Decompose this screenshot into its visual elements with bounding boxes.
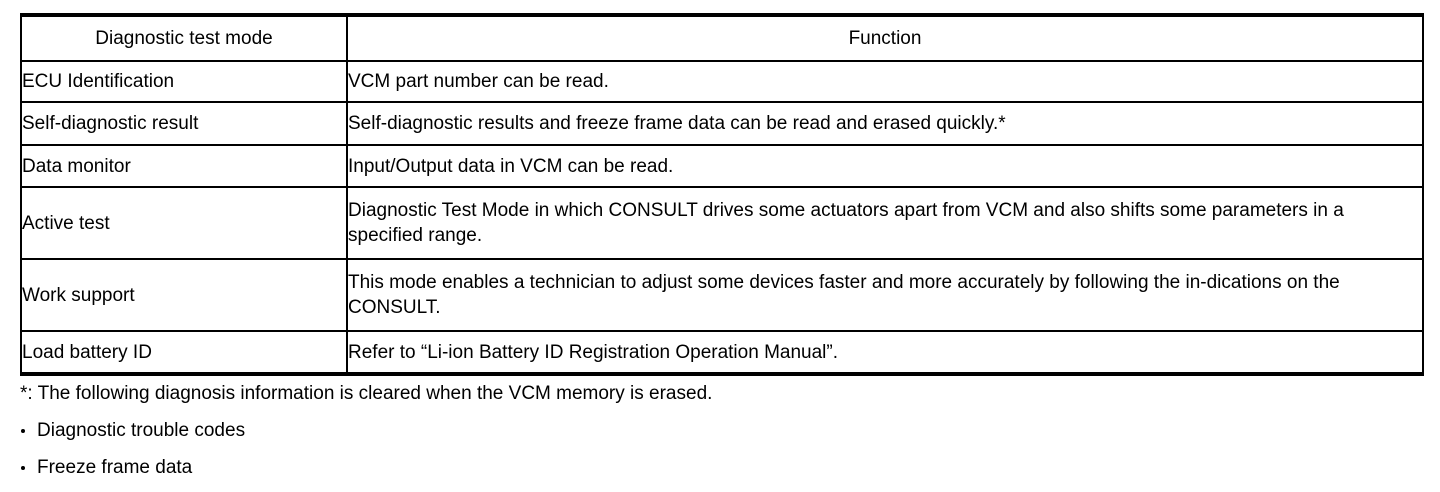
- column-header-diagnostic-test-mode: Diagnostic test mode: [20, 13, 348, 62]
- cell-mode-ecu-identification: ECU Identification: [20, 60, 348, 103]
- cell-function-ecu-identification: VCM part number can be read.: [346, 60, 1424, 103]
- table-row: Data monitor Input/Output data in VCM ca…: [20, 144, 1424, 188]
- footnote-bullet-list: Diagnostic trouble codes Freeze frame da…: [20, 420, 1422, 479]
- table-row: Work support This mode enables a technic…: [20, 258, 1424, 332]
- cell-mode-active-test: Active test: [20, 186, 348, 260]
- cell-function-load-battery-id: Refer to “Li-ion Battery ID Registration…: [346, 330, 1424, 376]
- bullet-dot-icon: [21, 466, 25, 470]
- cell-function-self-diagnostic-result: Self-diagnostic results and freeze frame…: [346, 101, 1424, 146]
- table-header-row: Diagnostic test mode Function: [20, 13, 1424, 62]
- list-item: Diagnostic trouble codes: [20, 420, 1422, 442]
- footnote-asterisk-text: *: The following diagnosis information i…: [20, 383, 713, 404]
- table-row: Self-diagnostic result Self-diagnostic r…: [20, 101, 1424, 146]
- list-item-label: Diagnostic trouble codes: [37, 420, 246, 441]
- cell-mode-self-diagnostic-result: Self-diagnostic result: [20, 101, 348, 146]
- cell-function-data-monitor: Input/Output data in VCM can be read.: [346, 144, 1424, 188]
- footnote-block: *: The following diagnosis information i…: [20, 383, 1422, 479]
- table-row: Load battery ID Refer to “Li-ion Battery…: [20, 330, 1424, 376]
- diagnostic-test-mode-table: Diagnostic test mode Function ECU Identi…: [20, 13, 1424, 376]
- bullet-dot-icon: [21, 429, 25, 433]
- table-row: ECU Identification VCM part number can b…: [20, 60, 1424, 103]
- diagnostic-test-mode-table-container: Diagnostic test mode Function ECU Identi…: [20, 13, 1424, 376]
- table-row: Active test Diagnostic Test Mode in whic…: [20, 186, 1424, 260]
- cell-mode-load-battery-id: Load battery ID: [20, 330, 348, 376]
- list-item: Freeze frame data: [20, 457, 1422, 479]
- cell-function-active-test: Diagnostic Test Mode in which CONSULT dr…: [346, 186, 1424, 260]
- list-item-label: Freeze frame data: [37, 457, 193, 478]
- cell-function-work-support: This mode enables a technician to adjust…: [346, 258, 1424, 332]
- cell-mode-data-monitor: Data monitor: [20, 144, 348, 188]
- cell-mode-work-support: Work support: [20, 258, 348, 332]
- column-header-function: Function: [346, 13, 1424, 62]
